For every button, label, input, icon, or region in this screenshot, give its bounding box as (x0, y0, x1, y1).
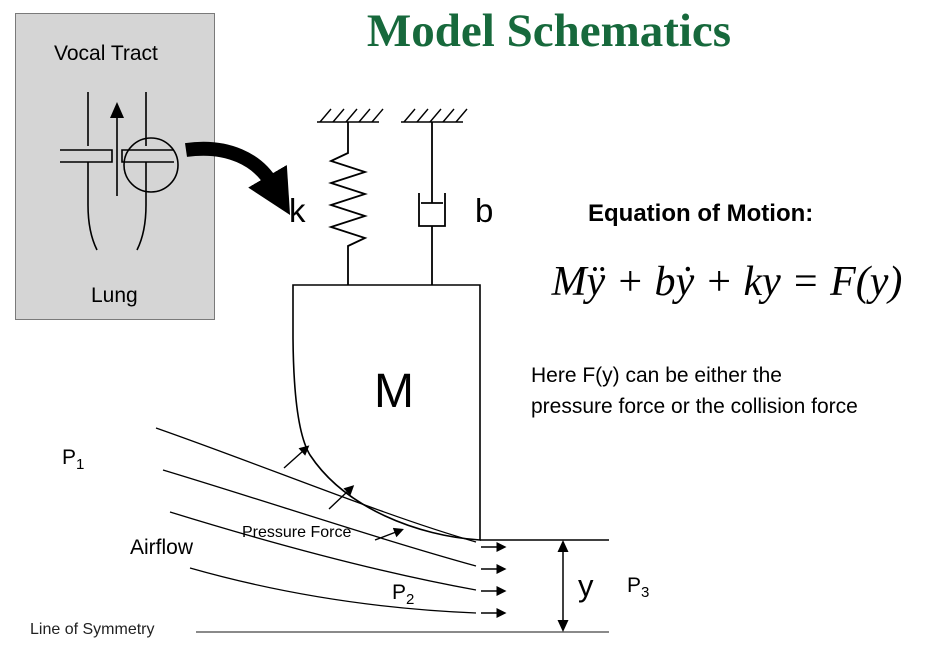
ceiling-anchors (317, 108, 468, 123)
damping-coefficient-label: b (475, 192, 494, 229)
anchor-spring (317, 108, 384, 123)
fold-highlight-circle (123, 137, 179, 193)
anchor-damper (401, 108, 468, 123)
gap-y-label: y (578, 568, 594, 603)
p2-base: P (392, 581, 407, 604)
vocal-tract-label: Vocal Tract (54, 42, 158, 65)
left-fold (60, 149, 113, 163)
p3-subscript: 3 (641, 584, 650, 602)
gap-height-measure (557, 540, 569, 632)
pressure-p1-label: P1 (62, 446, 84, 473)
page-title: Model Schematics (366, 5, 732, 57)
lung-label: Lung (91, 284, 138, 307)
vocal-tract-inset-box (15, 13, 215, 320)
p1-subscript: 1 (76, 456, 85, 474)
equation-note: Here F(y) can be either the pressure for… (531, 360, 858, 422)
equation-note-line1: Here F(y) can be either the (531, 364, 782, 387)
pressure-p2-label: P2 (392, 581, 414, 608)
measure-down-arrowhead-icon (557, 620, 569, 632)
equation-heading: Equation of Motion: (588, 200, 814, 227)
mass-body (292, 284, 481, 541)
right-fold (121, 149, 174, 163)
equation-note-line2: pressure force or the collision force (531, 395, 858, 418)
line-of-symmetry-label: Line of Symmetry (30, 621, 155, 638)
equation-formula: Mÿ + bẏ + ky = F(y) (551, 259, 903, 305)
p1-base: P (62, 446, 77, 469)
spring-constant-label: k (289, 192, 306, 229)
damper-symbol (418, 122, 446, 285)
zoom-arrow-icon (185, 141, 291, 215)
up-airflow-arrowhead-icon (110, 102, 124, 118)
vocal-fold-sketch (60, 92, 179, 251)
p2-subscript: 2 (406, 591, 415, 609)
pressure-force-label: Pressure Force (242, 524, 352, 541)
airflow-label: Airflow (130, 536, 194, 559)
measure-up-arrowhead-icon (557, 540, 569, 552)
pressure-force-arrows (283, 445, 404, 541)
airflow-streamlines (155, 427, 477, 614)
mass-label: M (374, 365, 414, 418)
tract-left-lower-wall (87, 162, 98, 251)
spring-symbol (328, 122, 368, 285)
gap-flow-arrows (481, 542, 507, 618)
tract-right-lower-wall (136, 162, 147, 251)
pressure-p3-label: P3 (627, 574, 649, 601)
p3-base: P (627, 574, 642, 597)
